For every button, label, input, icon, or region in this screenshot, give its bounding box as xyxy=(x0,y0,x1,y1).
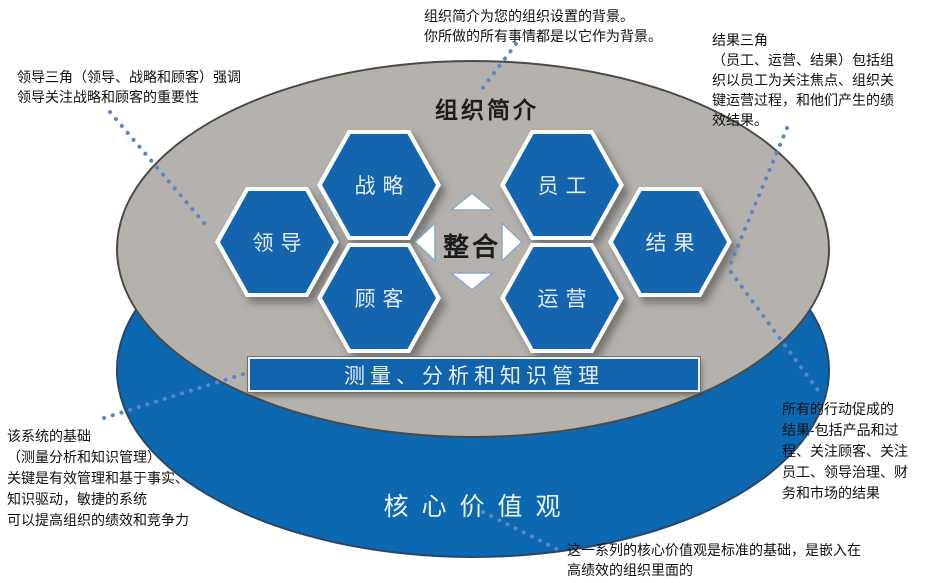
hexagon-leadership: 领导 xyxy=(215,187,339,297)
arrow-up-icon xyxy=(449,192,495,211)
annotation-line: 员工、领导治理、财 xyxy=(782,464,908,480)
annotation-results-outcomes: 所有的行动促成的 结果-包括产品和过 程、关注顾客、关注 员工、领导治理、财 务… xyxy=(782,399,908,504)
integration-label: 整合 xyxy=(442,232,501,262)
annotation-line: 效结果。 xyxy=(712,112,768,128)
annotation-line: 高绩效的组织里面的 xyxy=(567,562,693,578)
annotation-results-triad: 结果三角 （员工、运营、结果）包括组 织以员工为关注焦点、组织关 键运营过程，和… xyxy=(712,30,894,130)
annotation-line: 知识驱动，敏捷的系统 xyxy=(7,491,147,507)
measurement-analysis-bar-label: 测量、分析和知识管理 xyxy=(344,364,604,388)
organizational-profile-title: 组织简介 xyxy=(435,97,539,123)
hexagon-strategy-label: 战略 xyxy=(354,175,411,198)
hexagon-results-label: 结果 xyxy=(645,232,702,255)
annotation-line: （测量分析和知识管理） xyxy=(7,449,161,465)
annotation-line: 这一系列的核心价值观是标准的基础，是嵌入在 xyxy=(567,542,861,558)
measurement-analysis-bar: 测量、分析和知识管理 xyxy=(248,357,700,392)
annotation-line: 结果三角 xyxy=(712,32,768,48)
hexagon-results: 结果 xyxy=(608,187,732,297)
arrow-left-icon xyxy=(413,221,436,263)
annotation-core-values: 这一系列的核心价值观是标准的基础，是嵌入在 高绩效的组织里面的 xyxy=(567,540,861,580)
annotation-line: 程、关注顾客、关注 xyxy=(782,443,908,459)
annotation-line: 务和市场的结果 xyxy=(782,485,880,501)
annotation-line: 领导三角（领导、战略和顾客）强调 xyxy=(17,69,241,85)
annotation-system-foundation: 该系统的基础 （测量分析和知识管理） 关键是有效管理和基于事实、 知识驱动，敏捷… xyxy=(7,426,189,531)
annotation-leadership-triad: 领导三角（领导、战略和顾客）强调 领导关注战略和顾客的重要性 xyxy=(17,67,241,107)
annotation-line: 织以员工为关注焦点、组织关 xyxy=(712,72,894,88)
annotation-organizational-profile: 组织简介为您的组织设置的背景。 你所做的所有事情都是以它作为背景。 xyxy=(424,6,662,46)
hexagon-strategy: 战略 xyxy=(317,130,441,240)
annotation-line: 键运营过程，和他们产生的绩 xyxy=(712,92,894,108)
hexagon-workforce: 员工 xyxy=(500,130,624,240)
annotation-line: 所有的行动促成的 xyxy=(782,401,894,417)
annotation-line: 可以提高组织的绩效和竞争力 xyxy=(7,512,189,528)
annotation-line: 该系统的基础 xyxy=(7,428,91,444)
annotation-line: 结果-包括产品和过 xyxy=(782,422,899,438)
core-values-label: 核心价值观 xyxy=(383,493,574,521)
annotation-line: 领导关注战略和顾客的重要性 xyxy=(17,89,199,105)
hexagon-operations: 运营 xyxy=(500,243,624,353)
arrow-right-icon xyxy=(501,221,524,263)
annotation-line: 关键是有效管理和基于事实、 xyxy=(7,470,189,486)
hexagon-leadership-label: 领导 xyxy=(252,232,309,255)
annotation-line: （员工、运营、结果）包括组 xyxy=(712,52,894,68)
hexagon-customers-label: 顾客 xyxy=(354,288,411,311)
annotation-line: 你所做的所有事情都是以它作为背景。 xyxy=(424,28,662,44)
hexagon-customers: 顾客 xyxy=(317,243,441,353)
hexagon-operations-label: 运营 xyxy=(537,288,594,311)
hexagon-workforce-label: 员工 xyxy=(537,175,594,198)
annotation-line: 组织简介为您的组织设置的背景。 xyxy=(424,8,634,24)
arrow-down-icon xyxy=(449,272,495,291)
